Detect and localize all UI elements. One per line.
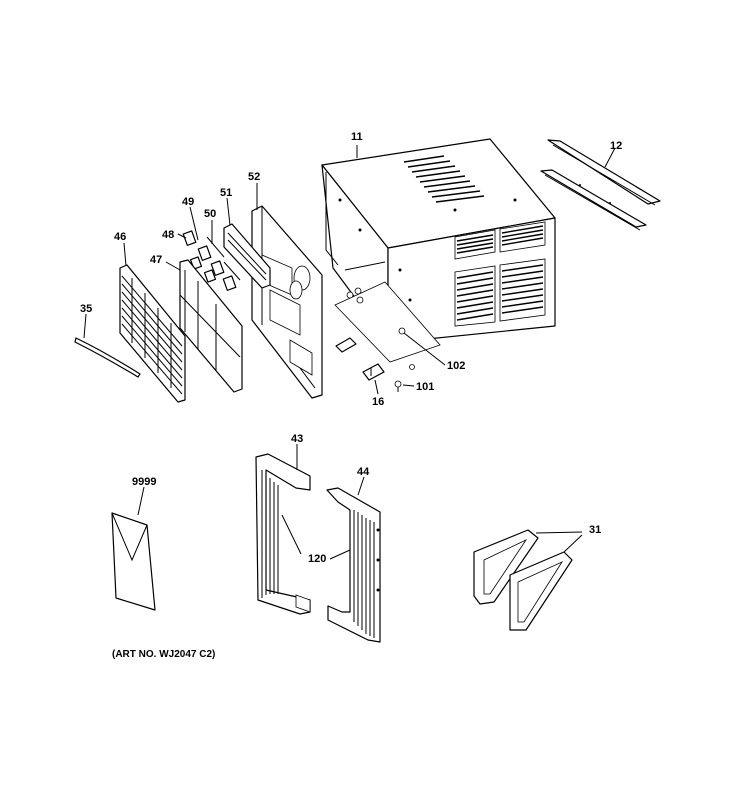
right-side-curtain <box>326 487 381 643</box>
label-part-49: 49 <box>182 196 194 208</box>
label-part-120: 120 <box>308 553 326 565</box>
label-part-12: 12 <box>610 140 622 152</box>
owner-manual <box>111 512 156 611</box>
label-part-16: 16 <box>372 396 384 408</box>
leader-lines <box>83 145 616 560</box>
label-part-48: 48 <box>162 229 174 241</box>
label-part-52: 52 <box>248 171 260 183</box>
label-part-31: 31 <box>589 524 601 536</box>
front-grille <box>119 264 186 403</box>
louver-insert <box>223 223 271 289</box>
cabinet-wrapper <box>321 138 556 363</box>
label-part-44: 44 <box>357 466 370 478</box>
trim-strip <box>74 337 141 378</box>
label-part-9999: 9999 <box>132 476 156 488</box>
label-part-35: 35 <box>80 303 92 315</box>
label-part-46: 46 <box>114 231 126 243</box>
art-number: (ART NO. WJ2047 C2) <box>112 649 216 660</box>
partition-panel <box>251 205 323 399</box>
mounting-brackets <box>335 327 415 392</box>
label-part-102: 102 <box>447 360 465 372</box>
label-part-101: 101 <box>416 381 434 393</box>
label-part-51: 51 <box>220 187 232 199</box>
side-brackets <box>473 529 573 631</box>
left-side-curtain <box>255 453 311 615</box>
label-part-47: 47 <box>150 254 162 266</box>
air-filter <box>179 259 243 393</box>
label-part-11: 11 <box>351 131 363 143</box>
support-rails <box>540 139 661 231</box>
label-part-43: 43 <box>291 433 303 445</box>
label-part-50: 50 <box>204 208 216 220</box>
